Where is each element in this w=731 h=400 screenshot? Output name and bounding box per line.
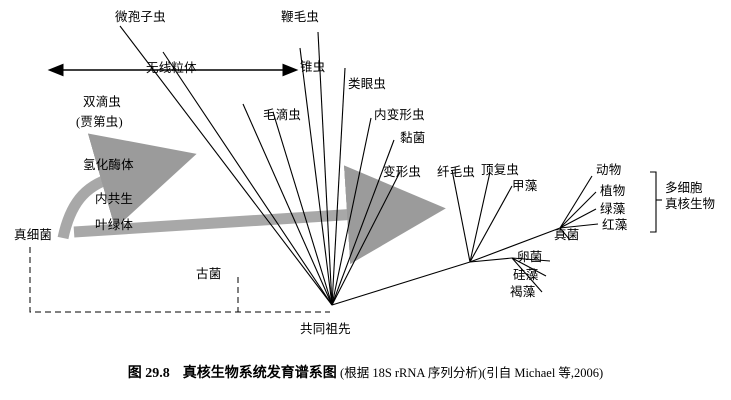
taxon-label-ciliate: 纤毛虫 [437, 165, 476, 179]
taxon-label-apicomplexa: 顶复虫 [481, 163, 520, 177]
taxon-label-dinoflagellate: 甲藻 [512, 179, 538, 193]
caption-title: 真核生物系统发育谱系图 [182, 366, 337, 381]
taxon-label-diplomonad-line2: (贾第虫) [76, 115, 123, 129]
group-bracket [650, 171, 662, 233]
root-label-common-ancestor: 共同祖先 [300, 322, 351, 336]
group-bracket-label-line2: 真核生物 [665, 197, 716, 212]
taxon-label-plant: 植物 [600, 184, 626, 198]
taxon-label-amoeba: 变形虫 [383, 165, 422, 179]
taxon-label-diplomonad-line1: 双滴虫 [83, 95, 122, 109]
caption-rest: (根据 18S rRNA 序列分析)(引自 Michael 等,2006) [340, 366, 604, 380]
dashed-base-lines [29, 247, 330, 313]
arrow-label-no-mitochondria: 无线粒体 [146, 61, 197, 75]
bacteria-label: 真细菌 [14, 228, 53, 242]
taxon-label-oomycete: 卵菌 [517, 250, 543, 264]
taxon-label-diatom: 硅藻 [513, 268, 539, 282]
endosymbiosis-label-chloroplast: 叶绿体 [95, 218, 134, 232]
taxon-label-trichomonad: 毛滴虫 [263, 108, 302, 122]
taxon-label-fungi: 真菌 [554, 228, 580, 242]
taxon-label-entamoeba: 内变形虫 [374, 108, 425, 122]
group-bracket-label-line1: 多细胞 [665, 181, 703, 195]
taxon-label-slime-mold: 黏菌 [400, 131, 426, 145]
endosymbiosis-label-hydrogenosome: 氢化酶体 [83, 158, 134, 172]
endosymbiosis-label-endosymbiosis: 内共生 [95, 192, 134, 206]
archaea-label: 古菌 [196, 267, 222, 281]
taxon-label-animal: 动物 [596, 163, 622, 177]
taxon-label-trypanosome: 锥虫 [300, 60, 326, 74]
endosymbiosis-arrows [57, 133, 446, 265]
tree-branches [119, 25, 599, 306]
taxon-label-green-algae: 绿藻 [600, 202, 626, 216]
taxon-label-red-algae: 红藻 [602, 218, 628, 232]
taxon-label-brown-algae: 褐藻 [510, 285, 536, 299]
caption-number: 图 29.8 [127, 366, 170, 381]
taxon-label-euglenoid: 类眼虫 [348, 77, 387, 91]
taxon-label-microsporidia: 微孢子虫 [115, 10, 166, 24]
figure-caption: 图 29.8 真核生物系统发育谱系图 (根据 18S rRNA 序列分析)(引自… [0, 362, 731, 382]
group-bracket-label: 多细胞 真核生物 [665, 180, 715, 213]
taxon-label-flagellate: 鞭毛虫 [281, 10, 320, 24]
